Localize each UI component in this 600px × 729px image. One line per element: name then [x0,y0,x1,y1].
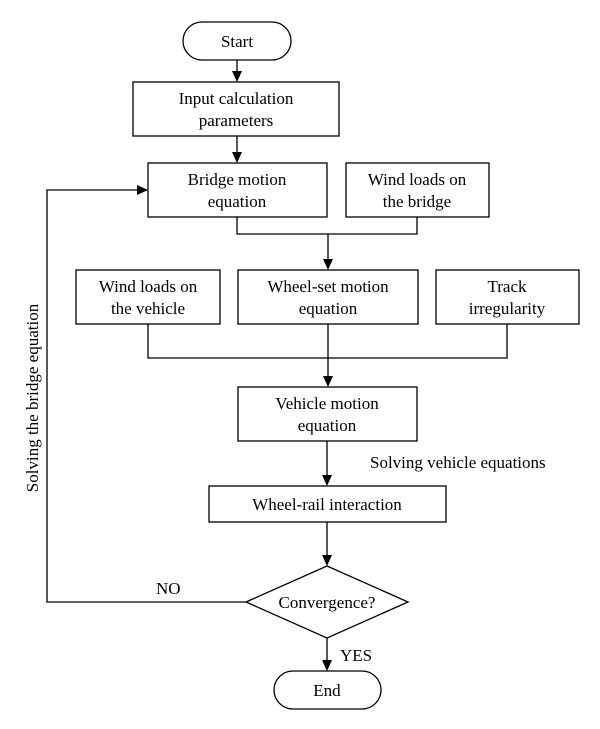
yes-label: YES [340,646,372,665]
solving-bridge-equation-label: Solving the bridge equation [23,303,42,492]
bridge-motion-label-line1: Bridge motion [188,170,287,189]
end-node: End [273,670,382,710]
wind-loads-bridge-label-line2: the bridge [383,192,451,211]
wind-loads-vehicle-label-line1: Wind loads on [99,277,198,296]
arrowhead-convergence [322,555,332,566]
wheel-rail-interaction-node: Wheel-rail interaction [208,485,447,523]
bridge-motion-label-line2: equation [208,192,267,211]
wheel-rail-interaction-label: Wheel-rail interaction [252,495,402,514]
convergence-decision-node: Convergence? [244,565,410,639]
track-irregularity-label-line2: irregularity [469,299,546,318]
arrowhead-wheelset [323,259,333,270]
convergence-label: Convergence? [279,593,376,612]
bridge-motion-node: Bridge motion equation [147,162,328,218]
input-parameters-node: Input calculation parameters [132,81,340,137]
arrowhead-no-loop [137,185,148,195]
wind-loads-vehicle-node: Wind loads on the vehicle [75,269,221,325]
start-label: Start [221,32,253,51]
wheelset-motion-node: Wheel-set motion equation [237,269,419,325]
track-irregularity-label-line1: Track [487,277,527,296]
vehicle-motion-label-line1: Vehicle motion [275,394,379,413]
arrowhead-bridge-motion-top [232,152,242,163]
arrowhead-wheel-rail [322,475,332,486]
start-node: Start [182,21,292,61]
input-parameters-label-line2: parameters [199,111,274,130]
wind-loads-bridge-node: Wind loads on the bridge [345,162,490,218]
arrowhead-end [322,660,332,671]
wind-loads-vehicle-label-line2: the vehicle [111,299,185,318]
input-parameters-label-line1: Input calculation [179,89,294,108]
solving-vehicle-equations-label: Solving vehicle equations [370,453,546,472]
edge-no-loop [46,189,246,603]
vehicle-motion-node: Vehicle motion equation [237,386,418,442]
wind-loads-bridge-label-line1: Wind loads on [368,170,467,189]
end-label: End [313,681,341,700]
track-irregularity-node: Track irregularity [435,269,580,325]
wheelset-motion-label-line1: Wheel-set motion [267,277,389,296]
vehicle-motion-label-line2: equation [298,416,357,435]
no-label: NO [156,579,181,598]
arrowhead-vehicle-motion [323,376,333,387]
arrowhead-input [232,71,242,82]
edge-bridge-merge [236,217,418,235]
edges [46,60,508,671]
wheelset-motion-label-line2: equation [299,299,358,318]
